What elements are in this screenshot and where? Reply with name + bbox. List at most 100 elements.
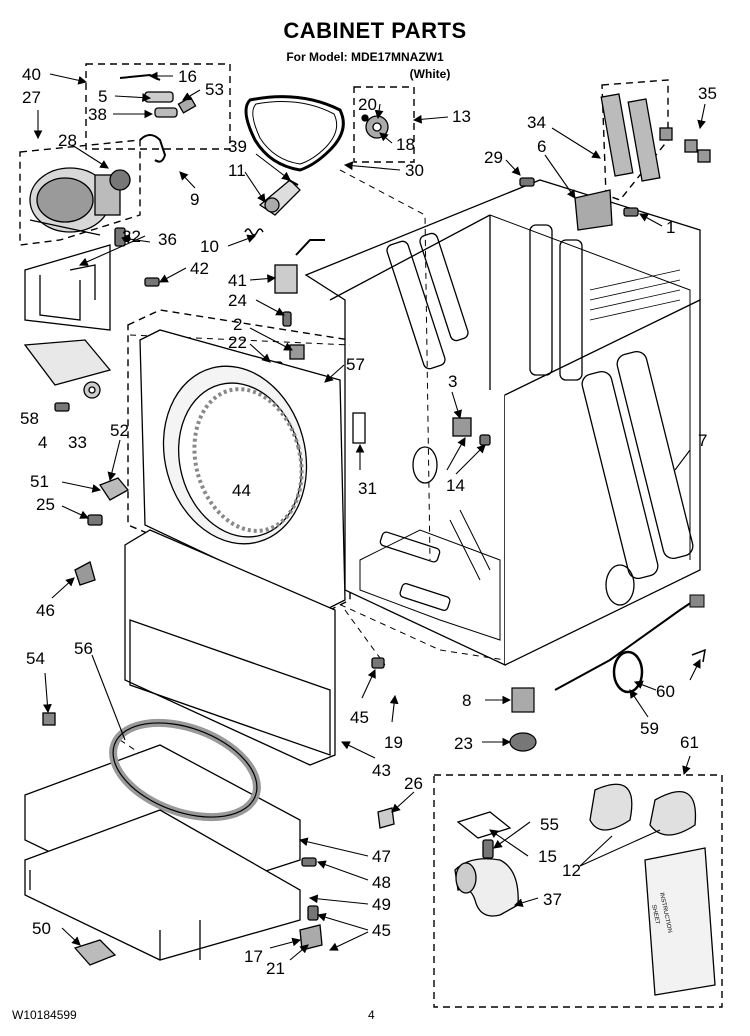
door-catch	[99, 477, 130, 501]
bracket-17	[299, 924, 323, 951]
callout-20: 20	[358, 95, 377, 114]
callout-30: 30	[405, 161, 424, 180]
callout-61: 61	[680, 733, 699, 752]
glide	[42, 712, 56, 726]
kit-contents	[454, 783, 716, 996]
page-number: 4	[368, 1008, 375, 1022]
callout-13: 13	[452, 107, 471, 126]
callout-10: 10	[200, 237, 219, 256]
door-strike	[352, 412, 366, 444]
leg-cap	[509, 732, 537, 752]
callout-25: 25	[36, 495, 55, 514]
callout-18: 18	[396, 135, 415, 154]
foot	[73, 939, 117, 966]
callout-53: 53	[205, 80, 224, 99]
callout-42: 42	[190, 259, 209, 278]
callout-26: 26	[404, 774, 423, 793]
vent-cap-2	[649, 791, 697, 836]
callout-37: 37	[543, 890, 562, 909]
screws	[54, 177, 639, 921]
hinge	[74, 561, 96, 586]
callout-51: 51	[30, 472, 49, 491]
terminal-block	[574, 189, 613, 231]
callout-6: 6	[537, 137, 546, 156]
group-boxes	[19, 63, 723, 1008]
callout-7: 7	[698, 431, 707, 450]
top-parts	[23, 73, 711, 921]
group-box-61	[433, 774, 723, 1008]
callout-19: 19	[384, 733, 403, 752]
motor-mount-bracket	[24, 244, 111, 331]
callout-16: 16	[178, 67, 197, 86]
callout-1: 1	[666, 218, 675, 237]
callout-32: 32	[122, 227, 141, 246]
thermostat	[274, 264, 298, 294]
callout-12: 12	[562, 861, 581, 880]
motor-clip	[139, 134, 167, 163]
idler-spring	[244, 228, 264, 236]
callout-54: 54	[26, 649, 45, 668]
callout-45-upper: 45	[350, 708, 369, 727]
callout-39: 39	[228, 137, 247, 156]
callout-56: 56	[74, 639, 93, 658]
leader-lines	[33, 71, 706, 961]
callout-40: 40	[22, 65, 41, 84]
callout-38: 38	[88, 105, 107, 124]
callout-60: 60	[656, 682, 675, 701]
callout-47: 47	[372, 847, 391, 866]
callout-29: 29	[484, 148, 503, 167]
group-box-13	[353, 86, 415, 163]
idler-assembly	[258, 177, 301, 216]
callout-27: 27	[22, 88, 41, 107]
callout-17: 17	[244, 947, 263, 966]
drive-belt	[244, 95, 345, 172]
callout-48: 48	[372, 873, 391, 892]
callout-8: 8	[462, 691, 471, 710]
model-line: For Model: MDE17MNAZW1	[286, 50, 444, 64]
color-line: (White)	[409, 67, 451, 81]
callout-41: 41	[228, 271, 247, 290]
callout-3: 3	[448, 372, 457, 391]
callout-58: 58	[20, 409, 39, 428]
callout-57: 57	[346, 355, 365, 374]
callout-15: 15	[538, 847, 557, 866]
callout-33: 33	[68, 433, 87, 452]
callout-31: 31	[358, 479, 377, 498]
callout-34: 34	[527, 113, 546, 132]
power-cord-kit	[600, 93, 634, 177]
sensor	[289, 344, 305, 360]
toe-panel	[124, 529, 336, 766]
plate-15	[456, 811, 512, 839]
motor	[29, 167, 131, 236]
callout-36: 36	[158, 230, 177, 249]
group-box-40	[85, 63, 231, 150]
callout-52: 52	[110, 421, 129, 440]
callout-5: 5	[98, 87, 107, 106]
door-switch	[452, 417, 472, 437]
callout-49: 49	[372, 895, 391, 914]
leveling-legs	[509, 687, 537, 752]
callout-28: 28	[58, 131, 77, 150]
callout-9: 9	[190, 190, 199, 209]
group-box-27	[19, 139, 141, 246]
instruction-sheet	[644, 847, 716, 996]
callout-2: 2	[233, 315, 242, 334]
callout-23: 23	[454, 734, 473, 753]
callout-numbers: 40 27 16 5 53 38 28 9 20 13 18 30 39 11 …	[20, 65, 717, 978]
callout-11: 11	[228, 161, 246, 180]
callout-45-lower: 45	[372, 921, 391, 940]
front-panel	[139, 329, 346, 611]
cord-clamp	[691, 648, 706, 663]
leveling-leg	[511, 687, 535, 713]
vent-cap	[589, 783, 633, 831]
callout-43: 43	[372, 761, 391, 780]
pad	[23, 339, 112, 386]
callout-46: 46	[36, 601, 55, 620]
callout-50: 50	[32, 919, 51, 938]
callout-21: 21	[266, 959, 285, 978]
callout-14: 14	[446, 476, 465, 495]
callout-24: 24	[228, 291, 247, 310]
callout-35: 35	[698, 84, 717, 103]
